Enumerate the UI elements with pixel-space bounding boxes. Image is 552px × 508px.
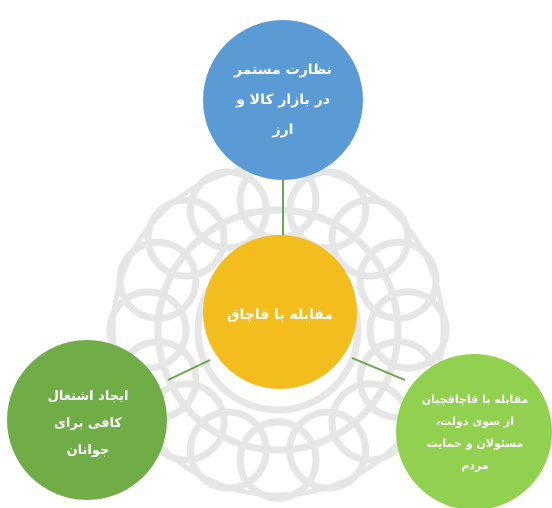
rosette-petal [286, 408, 370, 492]
node-top-label: نظارت مستمر در بازار کالا و ارز [234, 62, 332, 138]
rosette-petal [144, 196, 228, 280]
node-left-circle [7, 340, 167, 500]
connector-left [167, 359, 211, 381]
node-top-circle [203, 20, 363, 180]
rosette-petal [328, 196, 412, 280]
node-center-label: مقابله با قاچاق [227, 307, 334, 323]
rosette-petal [236, 418, 320, 502]
rosette-petal [356, 238, 440, 322]
node-left-label: ایجاد اشتغال کافی برای جوانان [47, 388, 129, 458]
rosette-petal [116, 238, 200, 322]
node-right-label: مقابله با قاچاقچیان از سوی دولت، مسئولان… [421, 393, 529, 472]
rosette-petal [186, 408, 270, 492]
rosette-petal [366, 288, 450, 372]
node-center-circle [203, 235, 357, 389]
rosette-petal [186, 168, 270, 252]
rosette-petal [328, 380, 412, 464]
rosette-petal [106, 288, 190, 372]
node-right-circle [396, 354, 552, 508]
connector-right [351, 357, 406, 381]
rosette-petal [286, 168, 370, 252]
